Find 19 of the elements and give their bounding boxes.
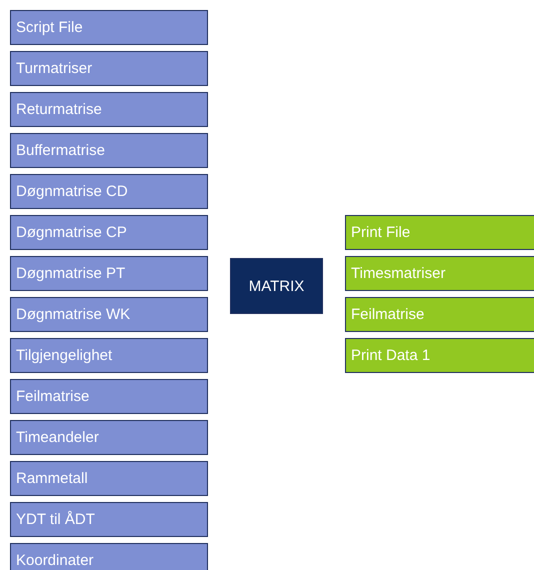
- input-box: Timeandeler: [10, 420, 208, 455]
- input-box: Døgnmatrise CP: [10, 215, 208, 250]
- output-box: Print File: [345, 215, 534, 250]
- input-box: Rammetall: [10, 461, 208, 496]
- input-box: Buffermatrise: [10, 133, 208, 168]
- input-box: Script File: [10, 10, 208, 45]
- output-box: Feilmatrise: [345, 297, 534, 332]
- input-box: Koordinater: [10, 543, 208, 570]
- input-box: Returmatrise: [10, 92, 208, 127]
- input-box: Døgnmatrise CD: [10, 174, 208, 209]
- output-box: Print Data 1: [345, 338, 534, 373]
- input-box: Døgnmatrise WK: [10, 297, 208, 332]
- input-box: Tilgjengelighet: [10, 338, 208, 373]
- input-box: Turmatriser: [10, 51, 208, 86]
- input-box: Døgnmatrise PT: [10, 256, 208, 291]
- input-box: Feilmatrise: [10, 379, 208, 414]
- process-box: MATRIX: [230, 258, 323, 314]
- input-box: YDT til ÅDT: [10, 502, 208, 537]
- output-box: Timesmatriser: [345, 256, 534, 291]
